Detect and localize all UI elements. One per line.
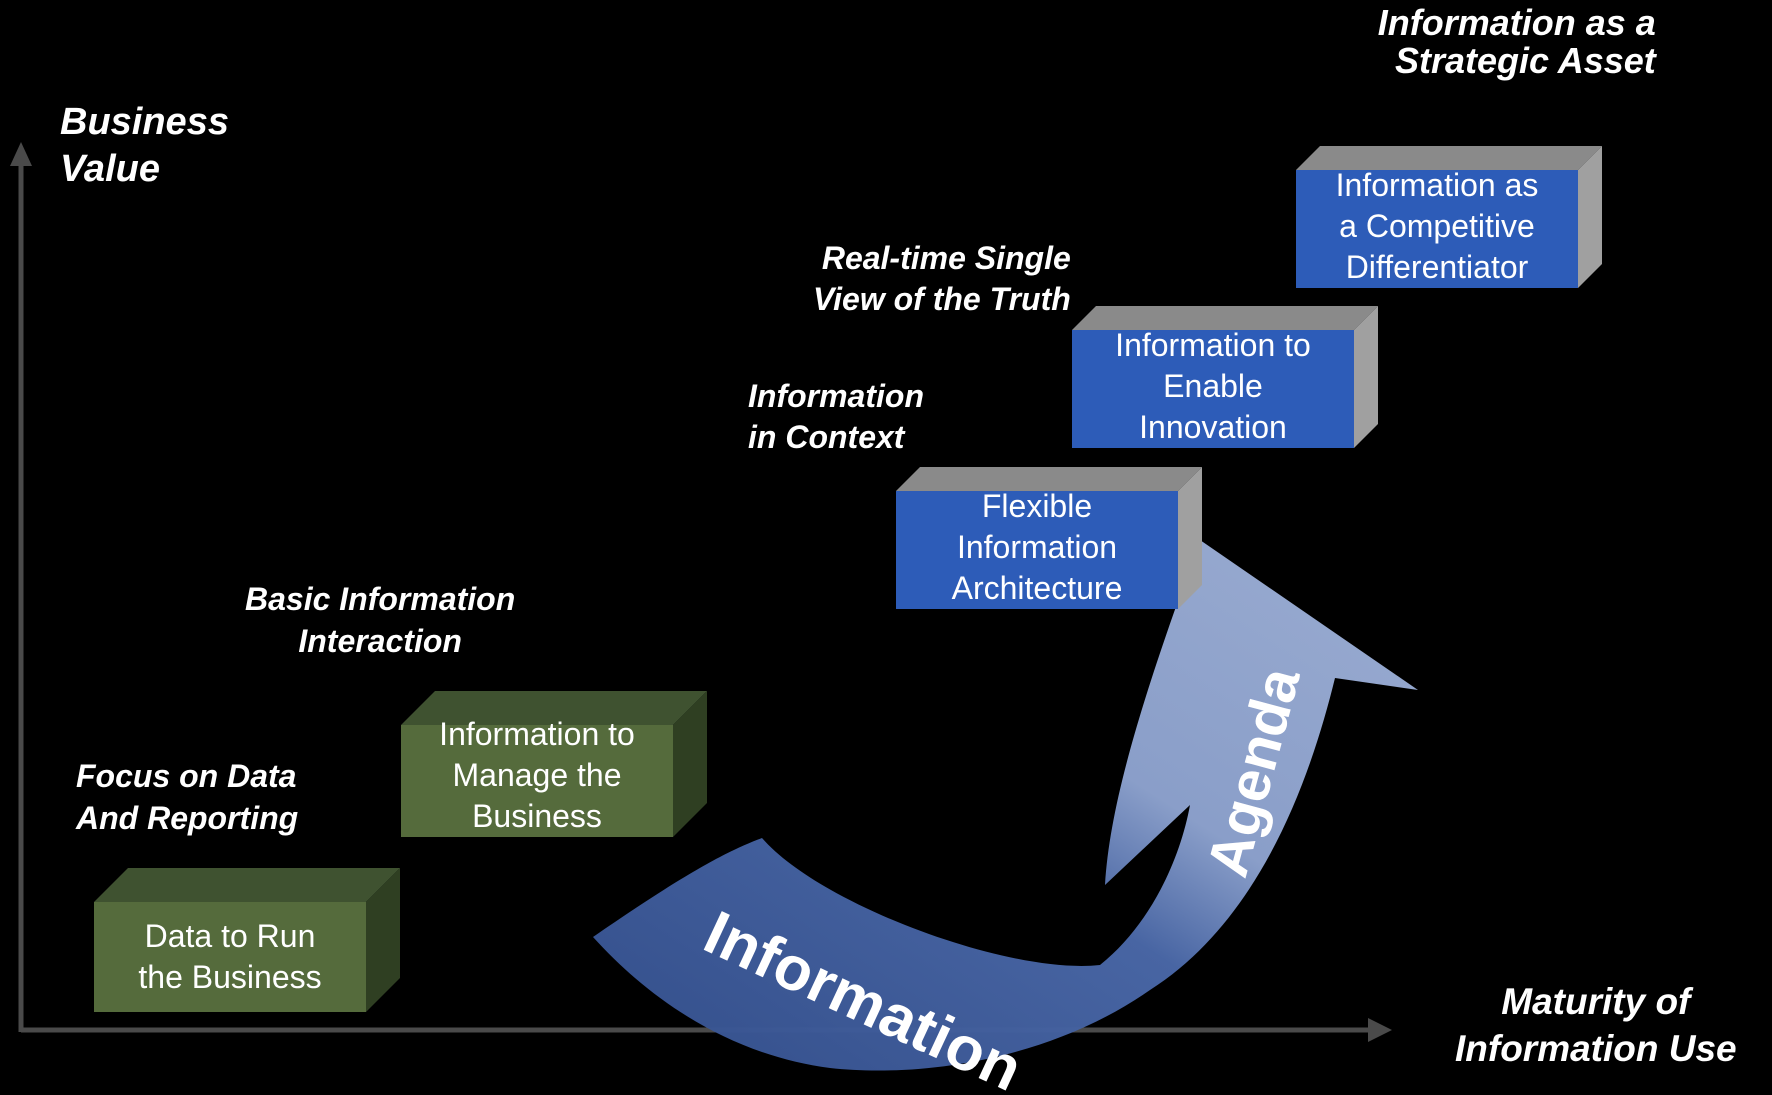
stage-text-line: a Competitive <box>1339 207 1535 244</box>
stage-text-line: Information to <box>1115 326 1311 363</box>
x-axis-label-line-1: Maturity of <box>1501 981 1691 1022</box>
stage-label-real-time-view: Real-time Single View of the Truth <box>813 238 1071 320</box>
stage-box-flexible-architecture: Flexible Information Architecture <box>896 467 1202 609</box>
stage-text-line: the Business <box>138 959 322 995</box>
stage-box-competitive-differentiator: Information as a Competitive Differentia… <box>1296 146 1602 288</box>
stage-text-line: Information <box>956 528 1118 565</box>
stage-text-line: Flexible <box>981 487 1093 524</box>
stage-text-line: Data to Run <box>144 918 316 954</box>
stage-box-manage-business: Information to Manage the Business <box>401 691 707 837</box>
stage-label-line: in Context <box>748 419 905 455</box>
stage-label-line: And Reporting <box>76 800 299 836</box>
stage-text-line: Differentiator <box>1345 248 1529 285</box>
stage-label-line: Real-time Single <box>821 240 1071 276</box>
stage-label-basic-interaction: Basic Information Interaction <box>245 578 515 662</box>
x-axis-label-line-2: Information Use <box>1455 1028 1737 1069</box>
stage-label-line: Information <box>748 378 924 414</box>
title-line-2: Strategic Asset <box>1395 40 1656 81</box>
stage-label-line: Focus on Data <box>76 758 297 794</box>
y-axis <box>10 142 32 1032</box>
stage-box-data-to-run: Data to Run the Business <box>94 868 400 1012</box>
stage-label-line: View of the Truth <box>813 281 1071 317</box>
information-agenda-arrow: Information Agenda <box>593 540 1418 1095</box>
stage-text-line: Information to <box>439 715 635 752</box>
x-axis-label: Maturity of Information Use <box>1455 978 1737 1072</box>
stage-text-line: Architecture <box>951 569 1123 606</box>
stage-text-line: Manage the <box>452 756 622 793</box>
stage-text-line: Innovation <box>1139 408 1287 445</box>
title-line-1: Information as a <box>1377 2 1656 43</box>
y-axis-label-line-1: Business <box>60 101 229 143</box>
stage-text-line: Enable <box>1163 367 1263 404</box>
stage-label-line: Interaction <box>298 623 462 659</box>
y-axis-label-line-2: Value <box>60 148 160 190</box>
stage-text-line: Information as <box>1335 166 1539 203</box>
y-axis-label: Business Value <box>60 99 229 193</box>
stage-label-line: Basic Information <box>245 581 516 617</box>
stage-text-line: Business <box>472 797 602 834</box>
stage-label-focus-on-data: Focus on Data And Reporting <box>76 755 298 839</box>
stage-box-enable-innovation: Information to Enable Innovation <box>1072 306 1378 448</box>
x-axis <box>21 1018 1392 1042</box>
strategic-asset-title: Information as a Strategic Asset <box>1375 4 1656 80</box>
stage-label-information-in-context: Information in Context <box>748 376 924 458</box>
